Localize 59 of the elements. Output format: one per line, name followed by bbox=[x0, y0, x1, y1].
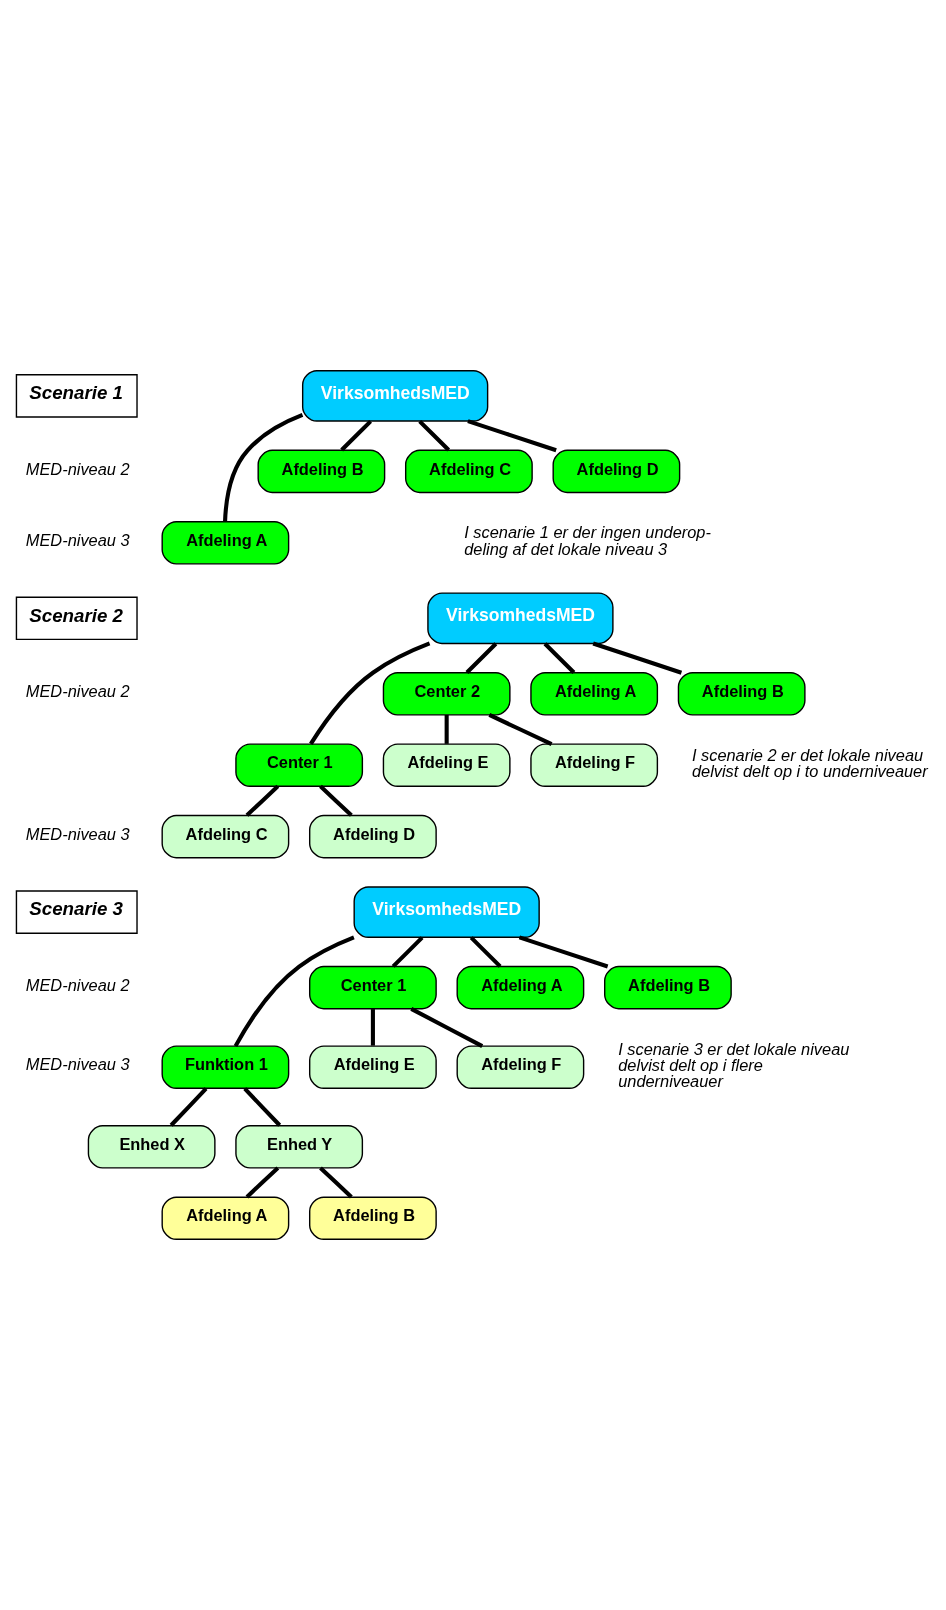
node-box: Funktion 1 bbox=[161, 1045, 290, 1089]
node-box: Afdeling B bbox=[257, 449, 386, 494]
connector bbox=[245, 1166, 280, 1199]
node-box: VirksomhedsMED bbox=[353, 886, 540, 938]
connector bbox=[444, 714, 449, 744]
node-box: Afdeling A bbox=[161, 521, 290, 565]
connector bbox=[245, 784, 280, 817]
node-box: Scenarie 1 bbox=[15, 374, 138, 418]
connector bbox=[418, 419, 451, 452]
node-box: Afdeling A bbox=[161, 1196, 290, 1240]
connector bbox=[319, 784, 353, 817]
connector bbox=[467, 419, 557, 453]
connector bbox=[370, 1009, 375, 1046]
node-box: Center 2 bbox=[382, 672, 511, 716]
node-box: Center 1 bbox=[309, 965, 437, 1010]
connector bbox=[469, 936, 502, 968]
node-box: Scenarie 2 bbox=[15, 596, 138, 641]
node-box: Scenarie 3 bbox=[15, 890, 138, 934]
node-box: Afdeling A bbox=[456, 965, 585, 1010]
connector bbox=[319, 1166, 353, 1199]
connector bbox=[169, 1087, 208, 1127]
node-box: Center 1 bbox=[235, 743, 364, 787]
label: I scenarie 1 er der ingen underop- deling af det lokale niveau 3 bbox=[464, 523, 711, 558]
connector bbox=[391, 936, 424, 968]
node-box: Afdeling D bbox=[552, 449, 681, 494]
node-box: Afdeling B bbox=[309, 1196, 437, 1240]
node-box: Afdeling F bbox=[456, 1045, 585, 1089]
connector bbox=[340, 419, 373, 452]
connector bbox=[223, 413, 304, 522]
connector bbox=[309, 641, 431, 745]
node-box: Afdeling C bbox=[405, 449, 533, 494]
node-box: VirksomhedsMED bbox=[301, 370, 489, 422]
label: MED-niveau 3 bbox=[25, 1055, 130, 1074]
connector bbox=[518, 935, 609, 969]
node-box: Afdeling C bbox=[161, 814, 290, 859]
connector bbox=[233, 935, 355, 1048]
node-box: Afdeling B bbox=[604, 965, 732, 1010]
node-box: Afdeling E bbox=[309, 1045, 437, 1089]
label: MED-niveau 2 bbox=[25, 459, 130, 478]
label: MED-niveau 3 bbox=[25, 530, 130, 549]
connector bbox=[410, 1007, 484, 1048]
node-box: Afdeling D bbox=[309, 814, 437, 859]
label: MED-niveau 3 bbox=[25, 824, 130, 843]
node-box: Enhed Y bbox=[235, 1125, 364, 1169]
node-box: Afdeling F bbox=[530, 743, 659, 787]
connector bbox=[465, 642, 498, 674]
node-box: Afdeling E bbox=[382, 743, 511, 787]
label: I scenarie 2 er det lokale niveau delvist delt op i to underniveauer bbox=[691, 745, 928, 781]
node-box: VirksomhedsMED bbox=[427, 592, 614, 645]
node-box: Afdeling A bbox=[530, 672, 659, 716]
node-box: Afdeling B bbox=[677, 672, 806, 716]
connector bbox=[543, 642, 576, 674]
connector bbox=[488, 713, 553, 746]
label: I scenarie 3 er det lokale niveau delvist delt op i flere underniveauer bbox=[618, 1039, 850, 1091]
node-box: Enhed X bbox=[87, 1125, 216, 1169]
label: MED-niveau 2 bbox=[25, 681, 130, 700]
label: MED-niveau 2 bbox=[25, 975, 130, 994]
connector bbox=[592, 641, 683, 675]
connector bbox=[243, 1087, 282, 1127]
